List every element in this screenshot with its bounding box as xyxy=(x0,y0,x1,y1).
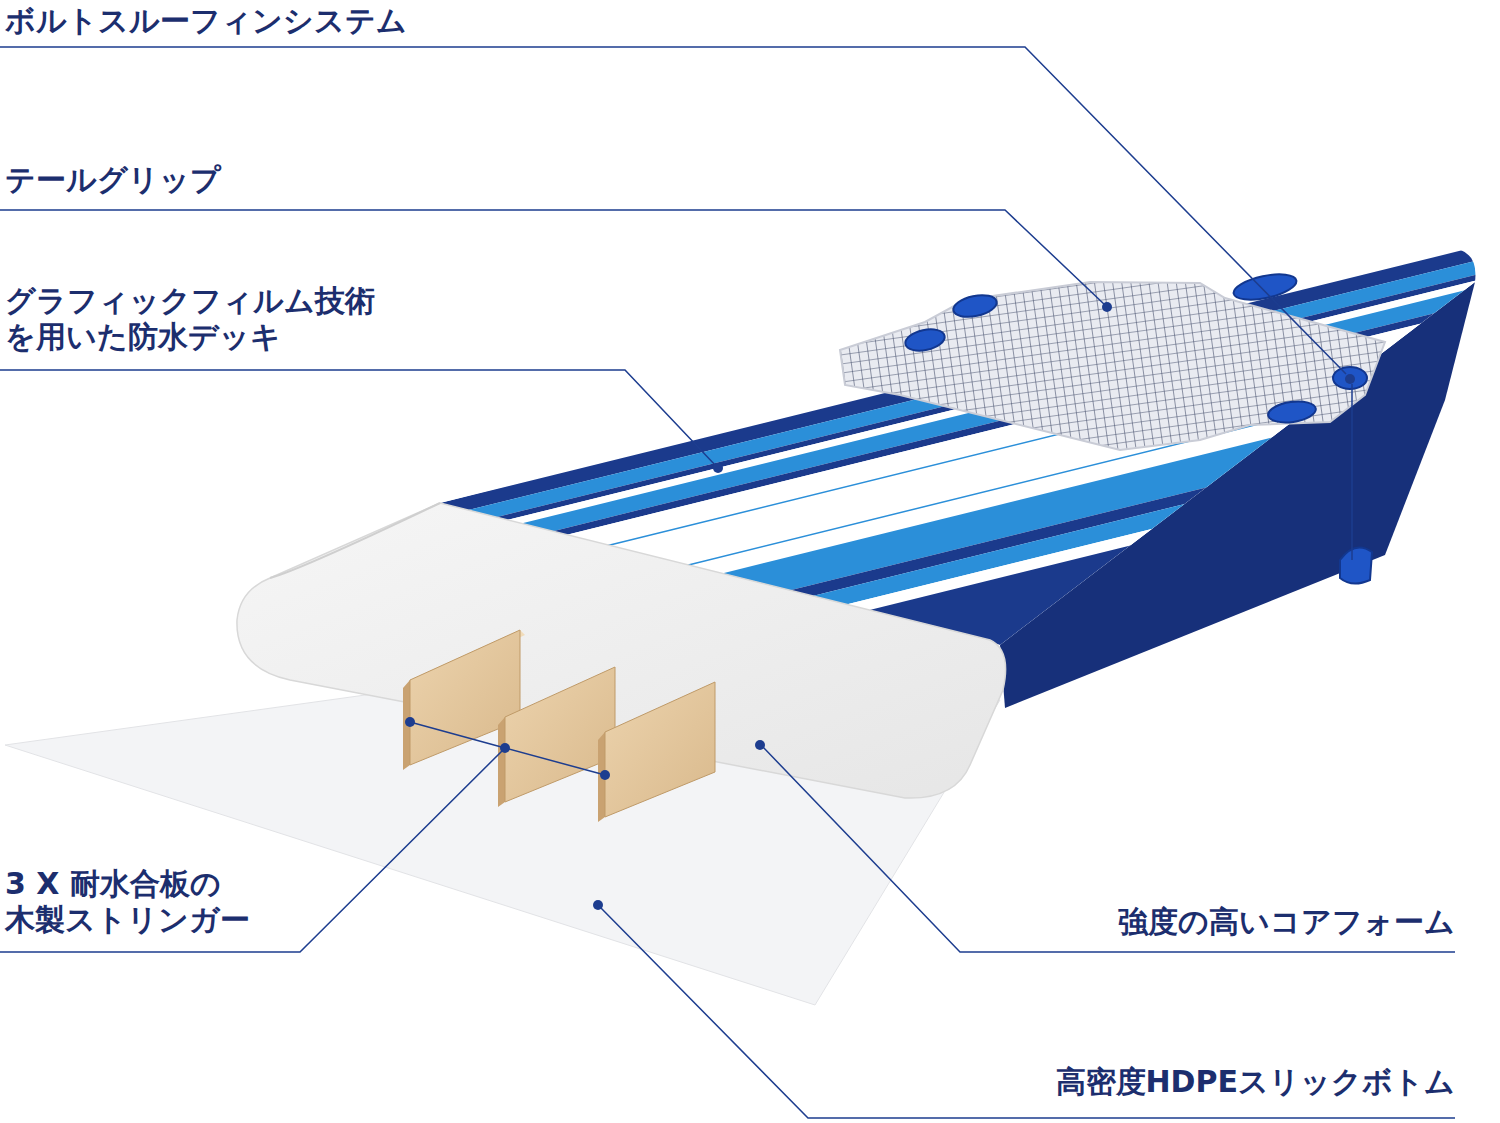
part-label: 3 X 耐水合板の 木製ストリンガー xyxy=(5,866,285,938)
wood-stringers xyxy=(403,630,715,822)
part-label: ボルトスルーフィンシステム xyxy=(5,3,407,39)
part-label: テールグリップ xyxy=(5,162,221,198)
foam-edge xyxy=(270,503,440,578)
fin-plugs xyxy=(903,270,1372,584)
leader-lines xyxy=(0,47,1455,1118)
part-label: 強度の高いコアフォーム xyxy=(1118,904,1455,940)
part-label: グラフィックフィルム技術 を用いた防水デッキ xyxy=(5,283,445,355)
deck-pinline xyxy=(608,274,1500,546)
leader-dots xyxy=(405,302,1355,910)
tail-grip xyxy=(840,282,1385,450)
part-label: 高密度HDPEスリックボトム xyxy=(1056,1064,1456,1100)
